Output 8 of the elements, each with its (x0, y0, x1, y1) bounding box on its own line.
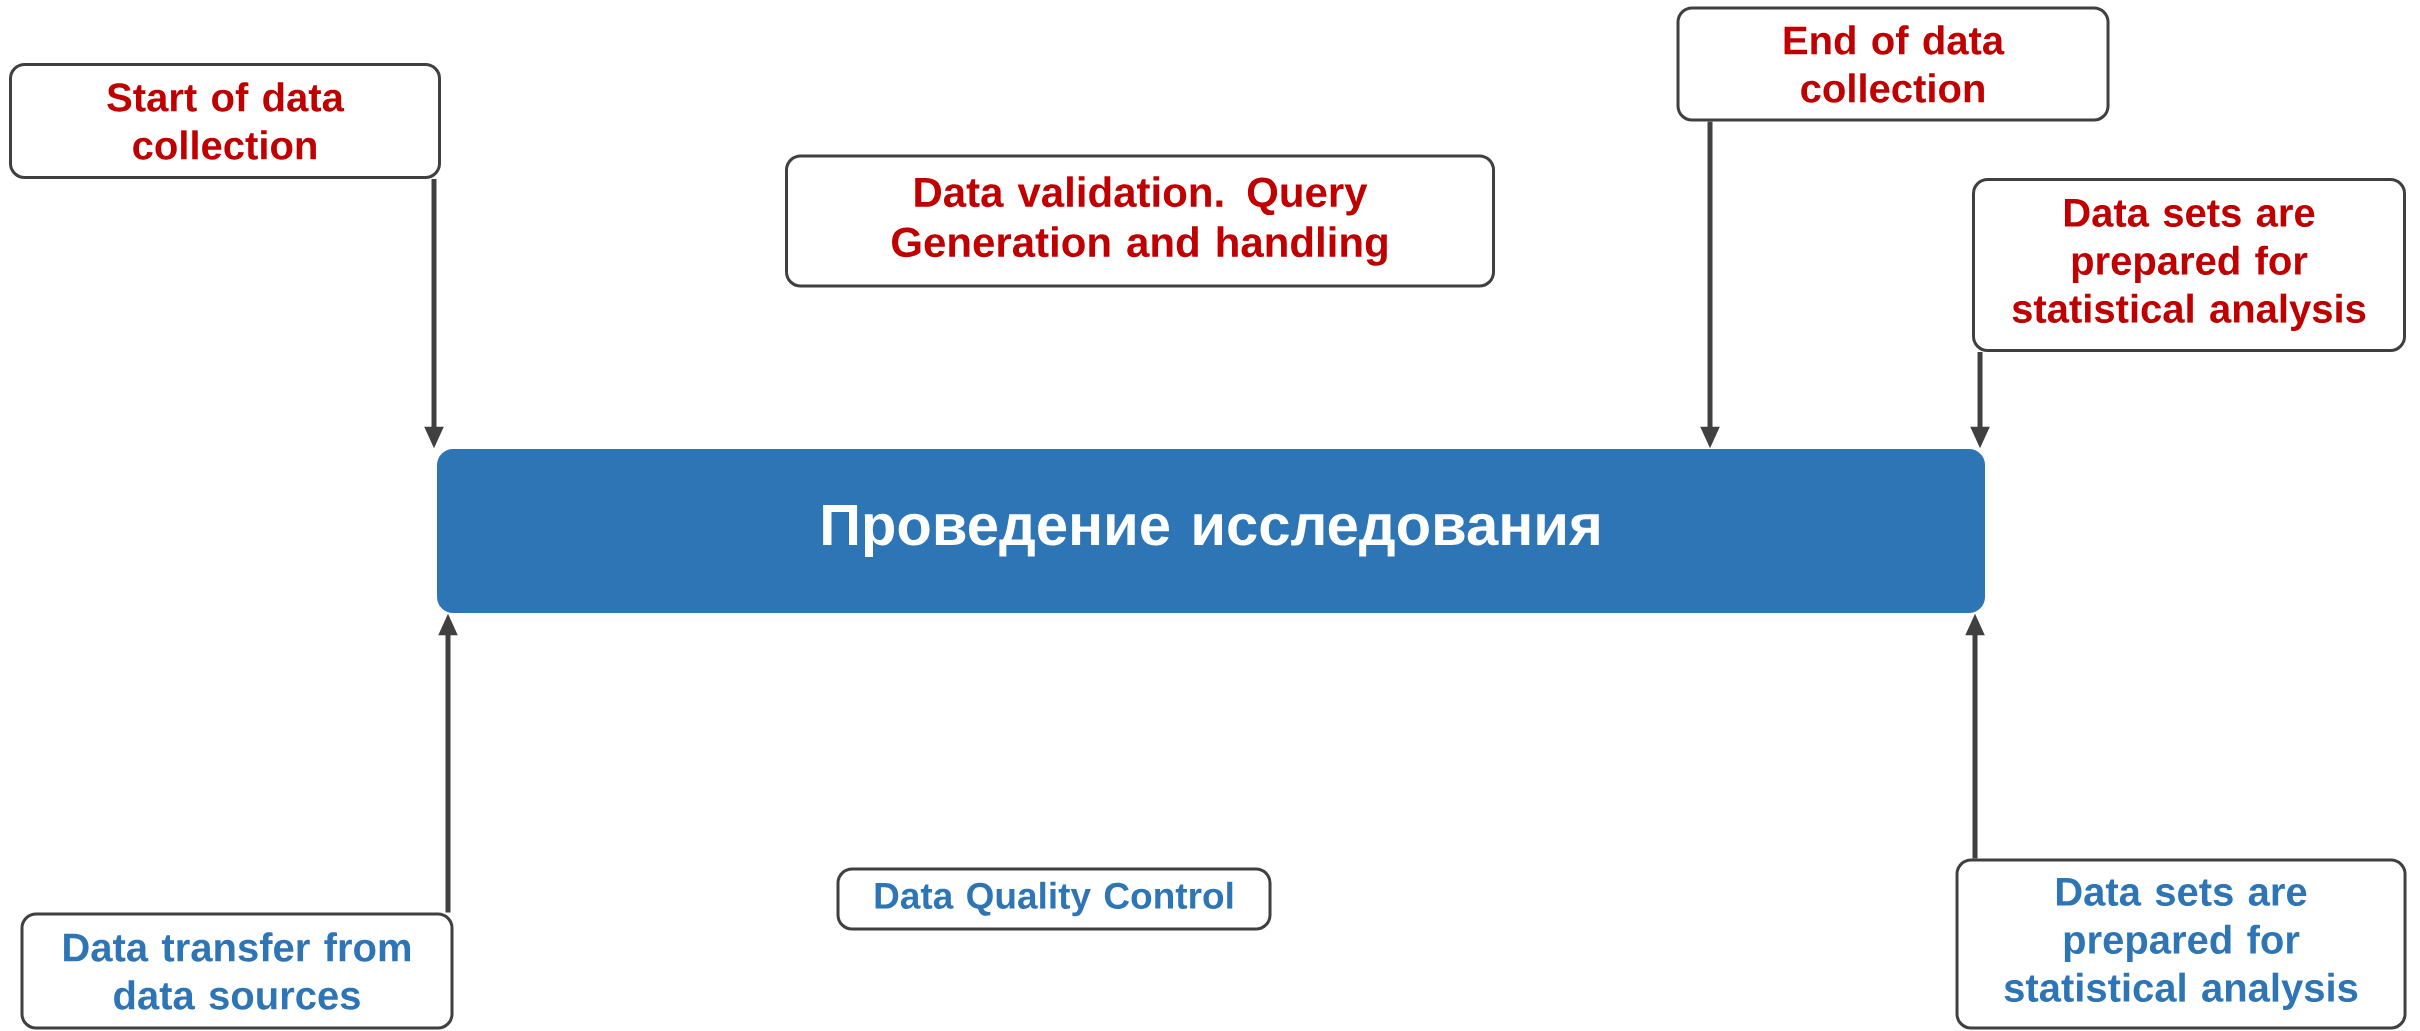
text-box: Data transfer from data sources (20, 912, 454, 1030)
text-box: End of data collection (1676, 6, 2110, 122)
text-box: Data validation. Query Generation and handling (785, 154, 1495, 288)
text-box: Data sets are prepared for statistical analysis (1955, 858, 2407, 1030)
text-box: Start of data collection (9, 63, 441, 179)
text-box: Data Quality Control (836, 867, 1272, 931)
text-box: Data sets are prepared for statistical analysis (1972, 178, 2407, 352)
title-bar: Проведение исследования (437, 449, 1985, 613)
